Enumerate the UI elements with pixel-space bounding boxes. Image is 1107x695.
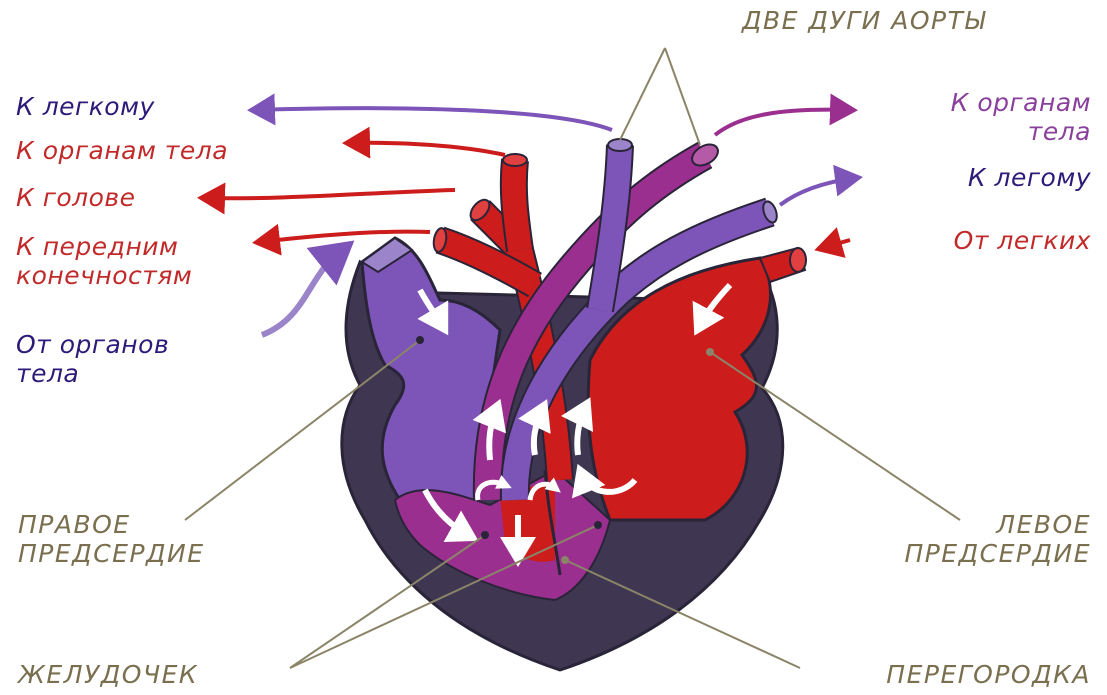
label-to-head: К голове: [16, 183, 136, 212]
arrow-to-lung-right: [780, 178, 855, 205]
label-from-body-organs-line-1: От органов: [16, 330, 169, 359]
label-right-atrium: ПРАВОЕ ПРЕДСЕРДИЕ: [18, 510, 205, 568]
label-left-atrium-line-1: ЛЕВОЕ: [904, 510, 1091, 539]
label-to-body-organs-left: К органам тела: [16, 136, 228, 165]
arrow-to-body-right: [715, 110, 850, 135]
label-left-atrium: ЛЕВОЕ ПРЕДСЕРДИЕ: [904, 510, 1091, 568]
arrow-from-lungs: [822, 240, 850, 248]
arrow-to-body-left: [350, 143, 505, 155]
label-from-body-organs: От органов тела: [16, 330, 169, 388]
label-right-atrium-line-2: ПРЕДСЕРДИЕ: [18, 539, 205, 568]
label-to-body-organs-right-line-1: К органам: [951, 88, 1091, 117]
label-left-atrium-line-2: ПРЕДСЕРДИЕ: [904, 539, 1091, 568]
label-from-body-organs-line-2: тела: [16, 359, 169, 388]
label-ventricle: ЖЕЛУДОЧЕК: [18, 660, 198, 689]
label-to-body-organs-right: К органам тела: [951, 88, 1091, 146]
label-to-forelimbs-line-1: К передним: [16, 232, 192, 261]
label-to-forelimbs-line-2: конечностям: [16, 261, 192, 290]
label-septum: ПЕРЕГОРОДКА: [886, 660, 1091, 689]
label-to-body-organs-right-line-2: тела: [951, 117, 1091, 146]
label-aortic-arches: ДВЕ ДУГИ АОРТЫ: [742, 6, 986, 35]
label-to-lung-right: К легому: [968, 163, 1091, 192]
label-right-atrium-line-1: ПРАВОЕ: [18, 510, 205, 539]
arrow-from-body-organs: [262, 248, 345, 335]
label-to-forelimbs: К передним конечностям: [16, 232, 192, 290]
label-to-lung-left: К легкому: [16, 92, 155, 121]
arrow-to-lung-left: [255, 108, 612, 130]
label-from-lungs: От легких: [954, 226, 1091, 255]
arrow-to-head: [205, 190, 455, 198]
arrow-to-forelimbs: [260, 232, 430, 242]
